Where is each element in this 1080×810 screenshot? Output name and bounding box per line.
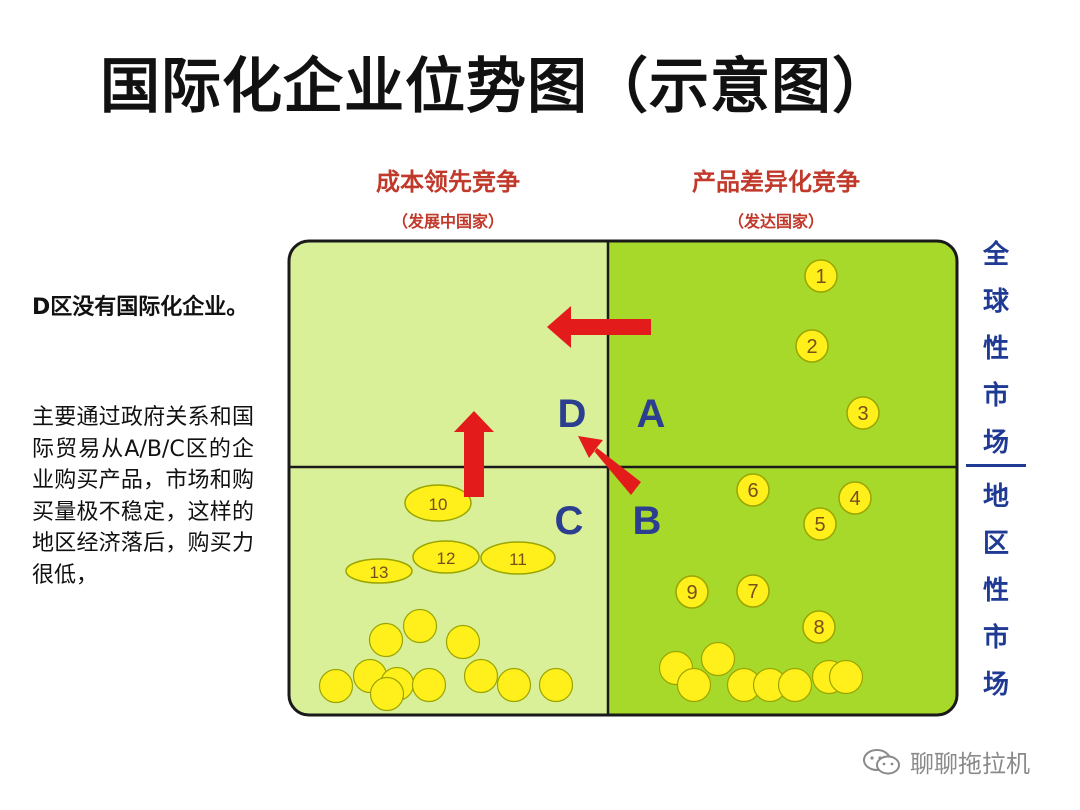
numbered-circle-label: 7: [747, 581, 758, 603]
global-market-char: 市: [982, 381, 1009, 411]
plain-circle: [369, 676, 405, 712]
column-header-cost-leadership: 成本领先竞争: [376, 168, 520, 196]
quadrant-letter-b: B: [633, 499, 662, 543]
plain-circle: [445, 624, 481, 660]
numbered-circle-label: 2: [806, 336, 817, 358]
plain-circle-group: [318, 608, 864, 712]
column-subheader-developed: （发达国家）: [727, 212, 824, 231]
chat-bubble-icon: [863, 748, 900, 774]
numbered-circle-7: [736, 574, 770, 608]
global-market-char: 球: [982, 287, 1009, 317]
quadrant-letter-a: A: [637, 392, 666, 436]
numbered-circle-10: [404, 484, 472, 522]
numbered-circle-3: [846, 396, 880, 430]
quadrant-d: [289, 241, 608, 467]
numbered-circle-1: [804, 259, 838, 293]
numbered-circle-label: 11: [509, 550, 527, 569]
plain-circle: [828, 659, 864, 695]
plain-circle: [538, 667, 574, 703]
plain-circle: [777, 667, 813, 703]
numbered-circle-label: 8: [813, 617, 824, 639]
regional-market-char: 地: [982, 482, 1009, 512]
numbered-circle-label: 4: [849, 488, 860, 510]
numbered-circle-12: [412, 540, 480, 574]
numbered-circle-label: 13: [370, 563, 389, 582]
numbered-circle-label: 5: [814, 514, 825, 536]
watermark-text: 聊聊拖拉机: [910, 750, 1030, 778]
global-market-label: 全 球 性 市 场: [976, 232, 1016, 467]
plain-circle: [463, 658, 499, 694]
watermark: 聊聊拖拉机: [862, 744, 1030, 779]
quadrant-letter-c: C: [555, 499, 584, 543]
page-title: 国际化企业位势图（示意图）: [100, 52, 893, 122]
numbered-circle-6: [736, 473, 770, 507]
plain-circle: [368, 622, 404, 658]
numbered-circle-8: [802, 610, 836, 644]
regional-market-char: 性: [982, 576, 1009, 606]
global-market-char: 性: [982, 334, 1009, 364]
plain-circle: [496, 667, 532, 703]
global-market-char: 全: [982, 240, 1009, 270]
numbered-circle-label: 1: [815, 266, 826, 288]
numbered-circle-label: 3: [857, 403, 868, 425]
numbered-circle-13: [345, 558, 413, 584]
arrow-b-to-d: [578, 436, 641, 495]
arrow-a-to-d: [547, 306, 651, 348]
regional-market-char: 区: [982, 529, 1009, 559]
numbered-circle-5: [803, 507, 837, 541]
d-zone-description: 主要通过政府关系和国际贸易从A/B/C区的企业购买产品，市场和购买量极不稳定，这…: [32, 405, 254, 588]
numbered-circle-label: 6: [747, 480, 758, 502]
column-header-differentiation: 产品差异化竞争: [692, 168, 860, 196]
d-zone-heading: D区没有国际化企业。: [32, 295, 249, 320]
regional-market-label: 地 区 性 市 场: [976, 474, 1016, 709]
regional-market-char: 市: [982, 623, 1009, 653]
global-market-char: 场: [982, 428, 1009, 458]
plain-circle: [318, 668, 354, 704]
plain-circle: [402, 608, 438, 644]
quadrant-a: [608, 241, 957, 467]
arrow-c-to-d: [454, 411, 494, 497]
numbered-circle-4: [838, 481, 872, 515]
plain-circle: [700, 641, 736, 677]
numbered-circle-11: [480, 541, 556, 575]
plain-circle: [411, 667, 447, 703]
numbered-circle-9: [675, 575, 709, 609]
market-divider-line: [966, 464, 1026, 467]
diagram-frame: [287, 239, 959, 717]
regional-market-char: 场: [982, 670, 1009, 700]
numbered-circle-label: 12: [437, 549, 456, 568]
numbered-circle-label: 10: [429, 495, 448, 514]
quadrant-letter-d: D: [558, 392, 587, 436]
column-subheader-developing: （发展中国家）: [391, 212, 504, 231]
numbered-circle-2: [795, 329, 829, 363]
numbered-circle-label: 9: [686, 582, 697, 604]
plain-circle: [676, 667, 712, 703]
